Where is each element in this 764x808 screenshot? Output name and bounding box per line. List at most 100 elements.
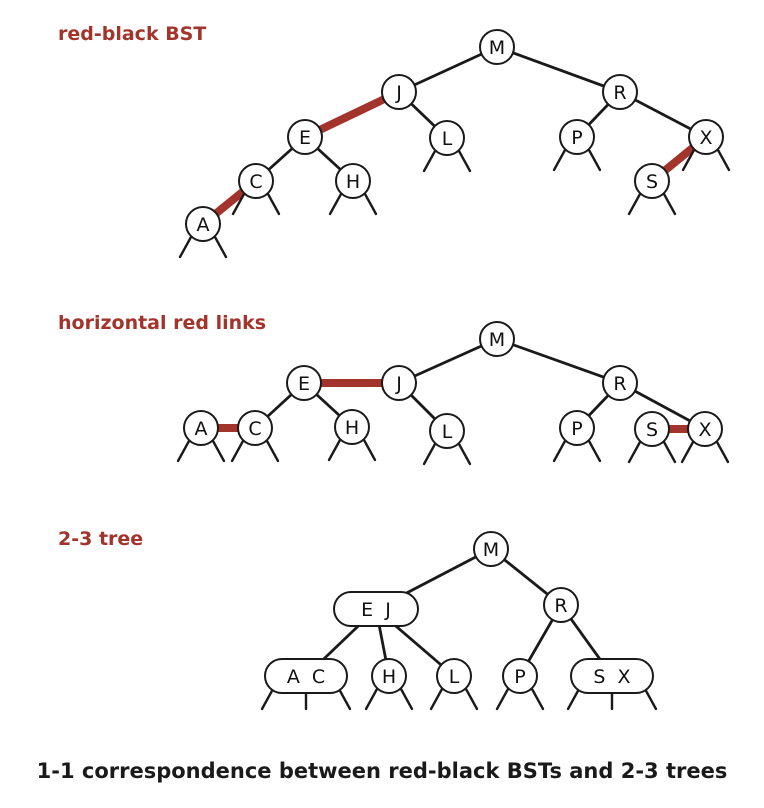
null-link [530, 687, 545, 711]
node-AC: A C [264, 658, 348, 694]
null-link [552, 148, 567, 172]
null-links [260, 687, 658, 711]
node-circle [543, 587, 579, 623]
node-circle [559, 410, 595, 446]
node-EJ: E J [333, 591, 419, 627]
node-circle [334, 409, 370, 445]
node-circle [479, 321, 515, 357]
null-link [231, 192, 246, 216]
null-link [429, 687, 444, 711]
node-M: M [479, 29, 515, 65]
node-circle [185, 206, 221, 242]
node-E: E [286, 365, 322, 401]
section-title-horizontal-red-links: horizontal red links [58, 312, 266, 334]
node-circle [559, 119, 595, 155]
section-title-red-black-bst: red-black BST [58, 23, 206, 45]
node-M: M [473, 531, 509, 567]
node-circle [335, 163, 371, 199]
node-label: M [489, 329, 505, 351]
node-label: R [554, 595, 567, 617]
null-link [176, 439, 191, 463]
node-label: A C [287, 666, 325, 688]
null-link [363, 192, 378, 216]
node-X: X [688, 119, 724, 155]
null-link [422, 149, 437, 173]
nodes: M J R E L P X C H S A [185, 29, 724, 242]
null-link [662, 440, 677, 464]
node-circle [502, 658, 538, 694]
null-link [260, 687, 275, 711]
null-link [457, 149, 472, 173]
null-link [399, 687, 414, 711]
node-P: P [502, 658, 538, 694]
null-link [627, 440, 642, 464]
null-link [422, 442, 437, 466]
null-link [566, 687, 581, 711]
null-link [552, 439, 567, 463]
node-H: H [371, 658, 407, 694]
node-label: R [613, 82, 626, 104]
null-link [627, 192, 642, 216]
null-links [176, 438, 730, 466]
node-circle [429, 120, 465, 156]
node-circle [602, 365, 638, 401]
node-J: J [381, 365, 417, 401]
node-label: C [249, 171, 262, 193]
section-title-2-3-tree: 2-3 tree [58, 528, 143, 550]
black-link-M-R [495, 45, 622, 94]
null-link [337, 687, 352, 711]
null-links [178, 148, 731, 259]
node-label: J [395, 373, 402, 395]
node-A: A [183, 410, 219, 446]
null-link [715, 440, 730, 464]
null-link [495, 687, 510, 711]
node-circle [238, 163, 274, 199]
null-link [716, 148, 731, 172]
node-circle [381, 365, 417, 401]
null-link [587, 148, 602, 172]
null-link [643, 687, 658, 711]
node-label: M [489, 37, 505, 59]
node-R: R [602, 74, 638, 110]
node-label: S [646, 171, 658, 193]
node-label: H [382, 666, 396, 688]
node-circle [287, 119, 323, 155]
node-label: L [442, 128, 453, 150]
node-R: R [602, 365, 638, 401]
node-3-shape [570, 658, 654, 694]
node-label: P [571, 418, 582, 440]
node-circle [183, 410, 219, 446]
node-circle [436, 658, 472, 694]
node-label: A [197, 214, 210, 236]
node-label: H [346, 171, 360, 193]
figure-caption: 1-1 correspondence between red-black BST… [37, 759, 728, 783]
node-SX: S X [570, 658, 654, 694]
null-link [587, 439, 602, 463]
node-3-shape [333, 591, 419, 627]
node-circle [687, 411, 723, 447]
node-C: C [238, 163, 274, 199]
node-3-shape [264, 658, 348, 694]
node-circle [602, 74, 638, 110]
node-S: S [634, 411, 670, 447]
node-label: E [299, 127, 311, 149]
black-link-M-R [495, 337, 622, 385]
node-S: S [634, 163, 670, 199]
node-circle [381, 74, 417, 110]
node-L: L [429, 120, 465, 156]
null-link [464, 687, 479, 711]
null-link [211, 439, 226, 463]
node-label: X [698, 419, 711, 441]
node-label: E J [361, 599, 391, 621]
null-link [362, 438, 377, 462]
node-H: H [335, 163, 371, 199]
node-P: P [559, 119, 595, 155]
node-label: P [571, 127, 582, 149]
null-link [680, 440, 695, 464]
null-link [230, 439, 245, 463]
null-link [265, 439, 280, 463]
node-label: J [395, 82, 402, 104]
